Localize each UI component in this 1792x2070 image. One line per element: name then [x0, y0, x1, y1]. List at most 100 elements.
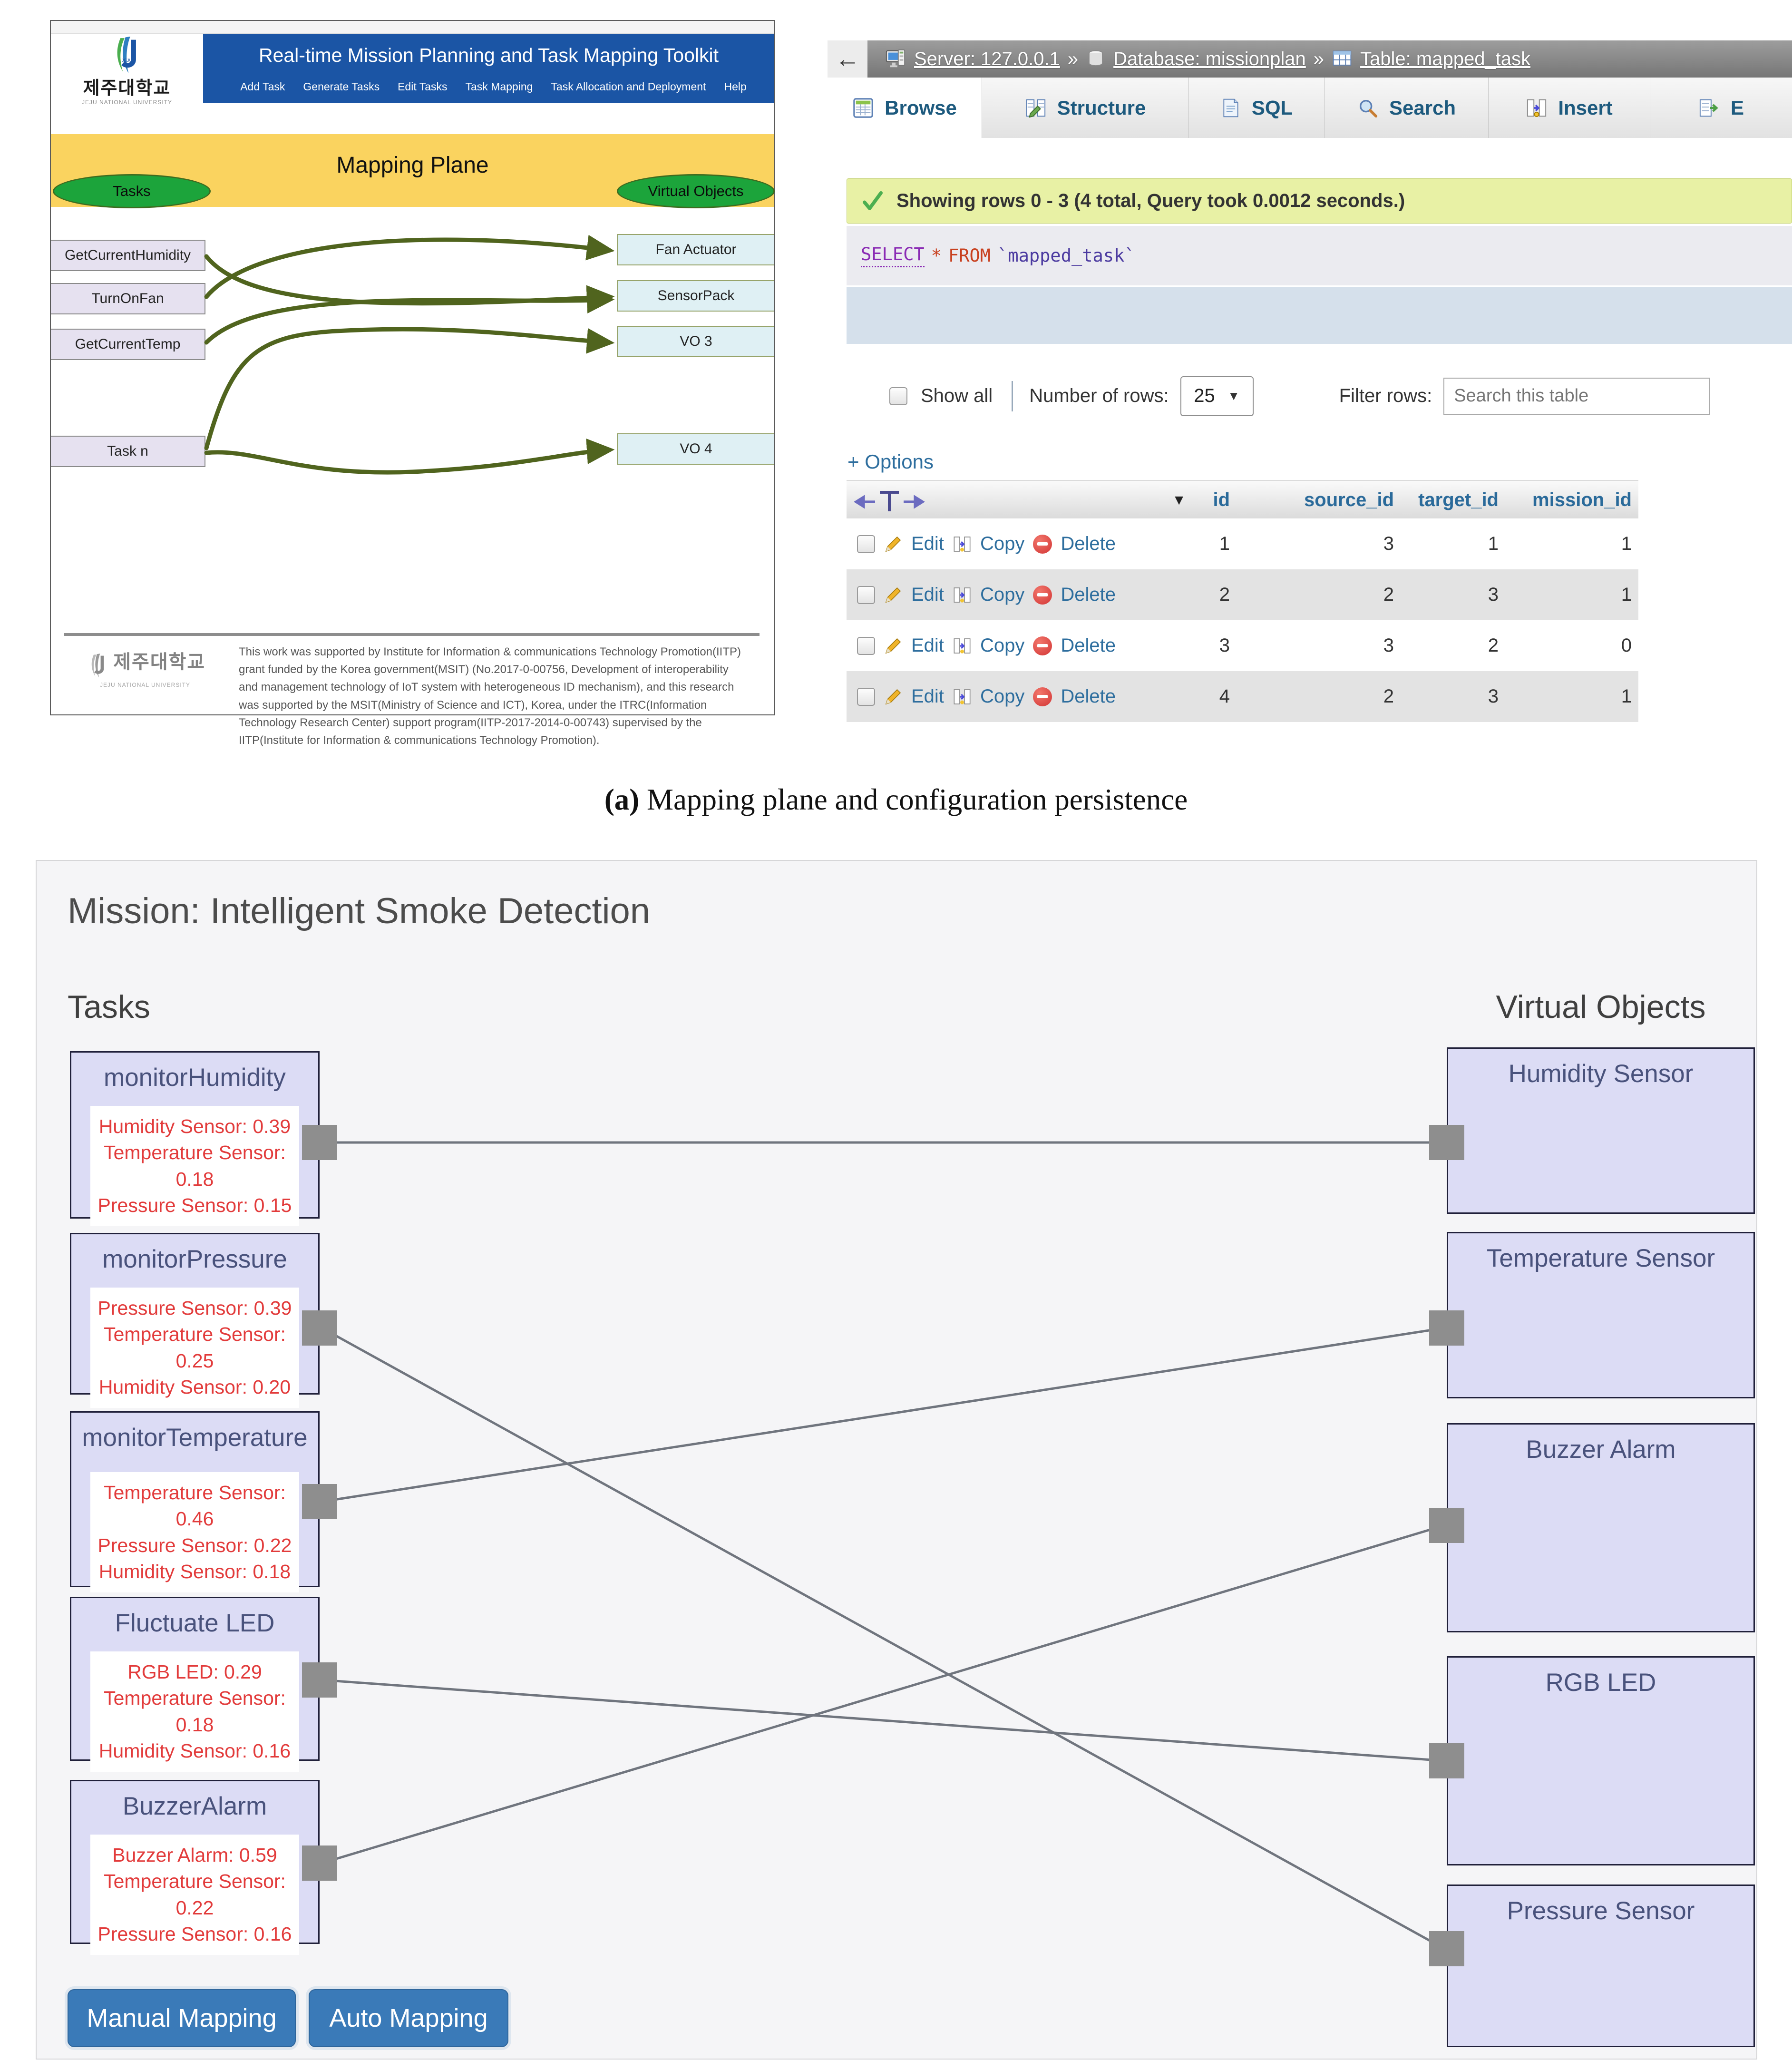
pma-tabbar: Browse Structure SQL — [828, 78, 1792, 138]
show-all-checkbox[interactable] — [889, 387, 907, 405]
score-line: Temperature Sensor: 0.18 — [104, 1142, 286, 1190]
edit-link[interactable]: Edit — [911, 686, 944, 707]
menu-item-help[interactable]: Help — [724, 80, 747, 93]
connector-handle[interactable] — [302, 1484, 337, 1519]
row-checkbox[interactable] — [857, 535, 875, 553]
menu-item-add-task[interactable]: Add Task — [240, 80, 285, 93]
copy-icon — [954, 536, 971, 552]
task-node-turnonfan[interactable]: TurnOnFan — [51, 283, 205, 314]
tab-label: Search — [1389, 96, 1456, 119]
row-checkbox[interactable] — [857, 586, 875, 604]
cell-mission-id: 1 — [1621, 584, 1632, 605]
browse-icon — [853, 98, 873, 118]
score-line: Temperature Sensor: 0.18 — [104, 1687, 286, 1736]
edit-link[interactable]: Edit — [911, 635, 944, 656]
score-line: Humidity Sensor: 0.18 — [98, 1561, 291, 1583]
table-row: Edit Copy Delete 4 2 3 1 — [847, 671, 1638, 722]
controls-divider — [1012, 381, 1013, 411]
delete-link[interactable]: Delete — [1061, 686, 1116, 707]
mission-mapping-panel: Mission: Intelligent Smoke Detection Tas… — [36, 860, 1757, 2060]
vo-node-vo3[interactable]: VO 3 — [617, 326, 774, 357]
connector-handle[interactable] — [1429, 1931, 1464, 1966]
copy-icon — [954, 587, 971, 603]
tab-search[interactable]: Search — [1325, 78, 1489, 138]
copy-link[interactable]: Copy — [980, 584, 1025, 605]
column-header-mission-id[interactable]: mission_id — [1532, 489, 1632, 510]
pencil-icon — [885, 587, 901, 603]
table-search-input[interactable] — [1443, 377, 1710, 415]
delete-link[interactable]: Delete — [1061, 635, 1116, 656]
delete-link[interactable]: Delete — [1061, 584, 1116, 605]
edit-link[interactable]: Edit — [911, 584, 944, 605]
options-toggle[interactable]: + Options — [847, 450, 934, 473]
caption-text: Mapping plane and configuration persiste… — [639, 783, 1188, 816]
tab-structure[interactable]: Structure — [982, 78, 1189, 138]
vo-card-buzzer-alarm[interactable]: Buzzer Alarm — [1447, 1423, 1755, 1632]
vo-node-vo4[interactable]: VO 4 — [617, 433, 774, 465]
auto-mapping-button[interactable]: Auto Mapping — [309, 1989, 508, 2047]
rows-per-page-select[interactable]: 25 ▼ — [1180, 376, 1254, 416]
edit-link[interactable]: Edit — [911, 533, 944, 554]
vo-node-fan-actuator[interactable]: Fan Actuator — [617, 234, 774, 265]
connector-handle[interactable] — [302, 1662, 337, 1698]
menu-item-generate-tasks[interactable]: Generate Tasks — [303, 80, 380, 93]
vo-card-rgb-led[interactable]: RGB LED — [1447, 1656, 1755, 1865]
sort-desc-icon[interactable]: ▼ — [1172, 492, 1186, 508]
delete-link[interactable]: Delete — [1061, 533, 1116, 554]
tab-sql[interactable]: SQL — [1189, 78, 1325, 138]
connector-handle[interactable] — [1429, 1508, 1464, 1543]
back-arrow-button[interactable]: ← — [828, 40, 867, 78]
vo-card-humidity-sensor[interactable]: Humidity Sensor — [1447, 1047, 1755, 1214]
score-line: Humidity Sensor: 0.39 — [98, 1115, 291, 1137]
cell-mission-id: 1 — [1621, 533, 1632, 554]
query-toolbar-band — [847, 287, 1792, 344]
column-header-id[interactable]: id — [1213, 489, 1230, 510]
task-card-buzzeralarm[interactable]: BuzzerAlarm Buzzer Alarm: 0.59 Temperatu… — [70, 1780, 320, 1955]
filter-rows-label: Filter rows: — [1339, 385, 1432, 406]
task-card-monitortemperature[interactable]: monitorTemperature Temperature Sensor: 0… — [70, 1411, 320, 1593]
menu-item-task-mapping[interactable]: Task Mapping — [465, 80, 533, 93]
task-card-monitorpressure[interactable]: monitorPressure Pressure Sensor: 0.39 Te… — [70, 1233, 320, 1408]
copy-link[interactable]: Copy — [980, 533, 1025, 554]
task-card-monitorhumidity[interactable]: monitorHumidity Humidity Sensor: 0.39 Te… — [70, 1051, 320, 1227]
connector-handle[interactable] — [1429, 1743, 1464, 1778]
row-checkbox[interactable] — [857, 636, 875, 655]
manual-mapping-button[interactable]: Manual Mapping — [68, 1989, 296, 2047]
server-icon — [886, 49, 906, 68]
connector-handle[interactable] — [1429, 1310, 1464, 1346]
mission-title: Mission: Intelligent Smoke Detection — [68, 891, 651, 931]
logo-english-text: JEJU NATIONAL UNIVERSITY — [81, 98, 173, 106]
jeju-logo-icon — [91, 653, 104, 678]
column-header-source-id[interactable]: source_id — [1304, 489, 1394, 510]
score-line: Humidity Sensor: 0.20 — [98, 1376, 291, 1398]
vo-card-temperature-sensor[interactable]: Temperature Sensor — [1447, 1232, 1755, 1398]
breadcrumb-server[interactable]: Server: 127.0.0.1 — [914, 48, 1060, 69]
copy-link[interactable]: Copy — [980, 686, 1025, 707]
score-line: RGB LED: 0.29 — [127, 1661, 262, 1683]
menu-item-edit-tasks[interactable]: Edit Tasks — [398, 80, 448, 93]
connector-handle[interactable] — [302, 1845, 337, 1881]
delete-icon — [1033, 687, 1052, 706]
connector-handle[interactable] — [1429, 1125, 1464, 1160]
connector-handle[interactable] — [302, 1125, 337, 1160]
column-header-target-id[interactable]: target_id — [1418, 489, 1499, 510]
copy-link[interactable]: Copy — [980, 635, 1025, 656]
connector-handle[interactable] — [302, 1310, 337, 1346]
breadcrumb-table[interactable]: Table: mapped_task — [1360, 48, 1531, 69]
menu-item-task-allocation[interactable]: Task Allocation and Deployment — [551, 80, 706, 93]
row-checkbox[interactable] — [857, 687, 875, 706]
vo-node-sensorpack[interactable]: SensorPack — [617, 280, 774, 312]
vo-card-pressure-sensor[interactable]: Pressure Sensor — [1447, 1884, 1755, 2047]
task-node-task-n[interactable]: Task n — [51, 436, 205, 467]
cell-id: 2 — [1219, 584, 1230, 605]
tab-export[interactable]: E — [1650, 78, 1792, 138]
tab-insert[interactable]: Insert — [1489, 78, 1650, 138]
cell-source-id: 3 — [1383, 635, 1394, 656]
task-node-getcurrenthumidity[interactable]: GetCurrentHumidity — [51, 240, 205, 271]
tab-browse[interactable]: Browse — [828, 78, 982, 138]
breadcrumb-database[interactable]: Database: missionplan — [1113, 48, 1306, 69]
sql-table-name: `mapped_task` — [997, 245, 1135, 266]
task-node-getcurrenttemp[interactable]: GetCurrentTemp — [51, 329, 205, 360]
column-nav-icons[interactable] — [854, 487, 925, 513]
task-card-fluctuate-led[interactable]: Fluctuate LED RGB LED: 0.29 Temperature … — [70, 1597, 320, 1772]
